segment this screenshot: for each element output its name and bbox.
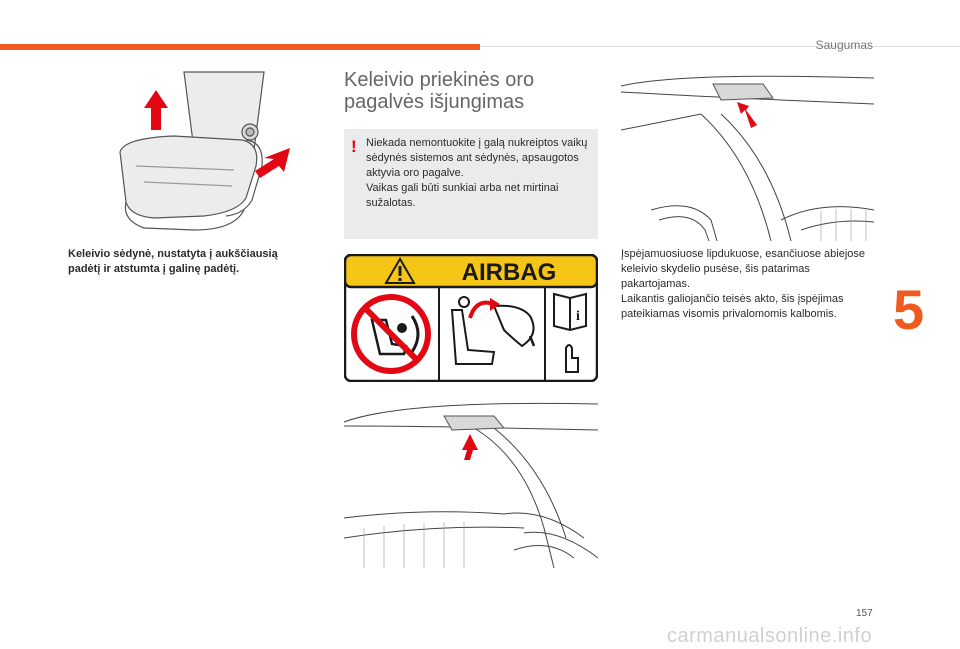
warning-box [344, 129, 598, 239]
warning-line-2: Vaikas gali būti sunkiai arba net mirtin… [366, 182, 559, 209]
page-number: 157 [856, 608, 873, 619]
section-title: Saugumas [815, 38, 873, 52]
warning-triangle-icon [384, 257, 416, 284]
seat-caption: Keleivio sėdynė, nustatyta į aukščiausią… [68, 248, 278, 275]
svg-text:i: i [576, 309, 580, 324]
heading-line-2: pagalvės išjungimas [344, 91, 525, 113]
section-heading: Keleivio priekinės oro pagalvės išjungim… [344, 69, 584, 113]
warning-exclamation-icon: ! [351, 137, 357, 156]
manual-book-icon: i [553, 292, 587, 373]
dashboard-sticker-illustration [621, 75, 874, 241]
right-paragraph-1: Įspėjamuosiuose lipdukuose, esančiuose a… [621, 248, 865, 290]
right-text: Įspėjamuosiuose lipdukuose, esančiuose a… [621, 247, 869, 322]
chapter-tab [888, 270, 960, 360]
header-rule [480, 46, 960, 47]
label-title: AIRBAG [462, 259, 557, 286]
no-rear-facing-child-seat-icon [351, 294, 431, 374]
seat-illustration [119, 71, 290, 231]
warning-text: Niekada nemontuokite į galą nukreiptos v… [366, 136, 590, 211]
heading-line-1: Keleivio priekinės oro [344, 69, 535, 91]
right-paragraph-2: Laikantis galiojančio teisės akto, šis į… [621, 293, 844, 320]
header-accent-bar [0, 44, 480, 50]
airbag-warning-label: AIRBAG i [344, 254, 598, 382]
dashboard-sticker-illustration [344, 402, 598, 568]
watermark: carmanualsonline.info [667, 625, 873, 647]
warning-line-1: Niekada nemontuokite į galą nukreiptos v… [366, 137, 588, 179]
chapter-number: 5 [893, 278, 925, 341]
seat-airbag-icon [450, 296, 536, 365]
